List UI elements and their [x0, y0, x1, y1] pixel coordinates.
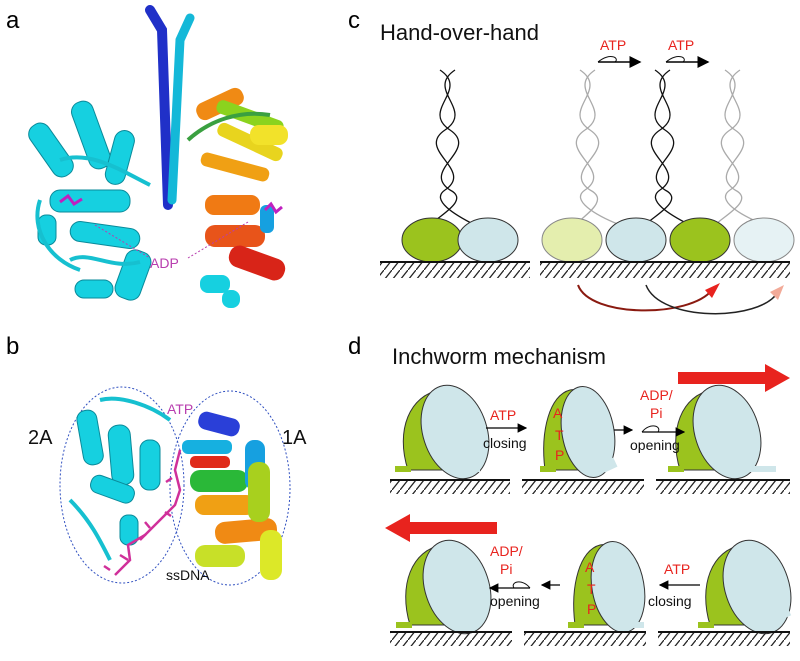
panel-d: d Inchworm mechanism A T P — [348, 333, 792, 646]
hop-arrow-2 — [645, 284, 779, 315]
bottom-pi-label: Pi — [500, 561, 512, 577]
top-motor-2 — [540, 385, 618, 479]
top-bound-a: A — [553, 405, 563, 421]
bottom-motor-2 — [568, 540, 646, 634]
backward-arrow — [385, 514, 497, 542]
top-motor-1 — [395, 384, 490, 480]
bottom-motor-3 — [698, 539, 792, 635]
top-bound-p: P — [555, 447, 564, 463]
bottom-bound-a: A — [585, 559, 595, 575]
domain-1a — [182, 411, 282, 580]
top-closing-label: closing — [483, 435, 527, 451]
bottom-bound-t: T — [587, 581, 596, 597]
forward-arrow — [678, 364, 790, 392]
motor-single — [401, 69, 519, 263]
bottom-adp-label: ADP/ — [490, 543, 523, 559]
panel-c-title: Hand-over-hand — [380, 20, 539, 45]
bottom-track — [390, 631, 790, 646]
adp-ligand — [59, 193, 283, 259]
track-right — [540, 262, 790, 278]
domain-2a-outline — [59, 386, 185, 584]
bottom-motor-1 — [396, 539, 492, 635]
hop-arrow-1 — [577, 284, 713, 312]
top-adp-label: ADP/ — [640, 387, 673, 403]
right-protein-domain — [186, 87, 288, 308]
top-track — [390, 479, 790, 494]
ssdna-strand — [103, 449, 182, 576]
adp-label: ADP — [150, 255, 179, 271]
motor-stepping — [541, 69, 795, 263]
panel-a: a — [6, 5, 288, 308]
domain-1a-outline — [169, 390, 291, 586]
atp-step-2-label: ATP — [668, 37, 694, 53]
domain-2a-label: 2A — [28, 427, 53, 449]
bottom-opening-label: opening — [490, 593, 540, 609]
ssdna-label: ssDNA — [166, 567, 210, 583]
atp-label: ATP — [167, 401, 193, 417]
top-atp-label: ATP — [490, 407, 516, 423]
top-motor-3 — [668, 384, 776, 480]
panel-b-letter: b — [6, 333, 19, 360]
panel-d-title: Inchworm mechanism — [392, 344, 606, 369]
bottom-bound-p: P — [587, 601, 596, 617]
panel-c-letter: c — [348, 7, 360, 34]
domain-1a-label: 1A — [282, 427, 307, 449]
bottom-closing-label: closing — [648, 593, 692, 609]
atp-step-1-label: ATP — [600, 37, 626, 53]
track-left — [380, 262, 530, 278]
top-bound-t: T — [555, 427, 564, 443]
left-protein-domain — [28, 100, 152, 301]
domain-2a — [68, 396, 172, 561]
panel-b: b 2A 1A ATP — [6, 333, 307, 586]
panel-d-letter: d — [348, 333, 361, 360]
top-pi-label: Pi — [650, 405, 662, 421]
panel-a-letter: a — [6, 7, 20, 34]
coiled-coil — [145, 5, 195, 210]
bottom-atp-label: ATP — [664, 561, 690, 577]
panel-c: c Hand-over-hand ATP A — [348, 7, 795, 315]
top-opening-label: opening — [630, 437, 680, 453]
